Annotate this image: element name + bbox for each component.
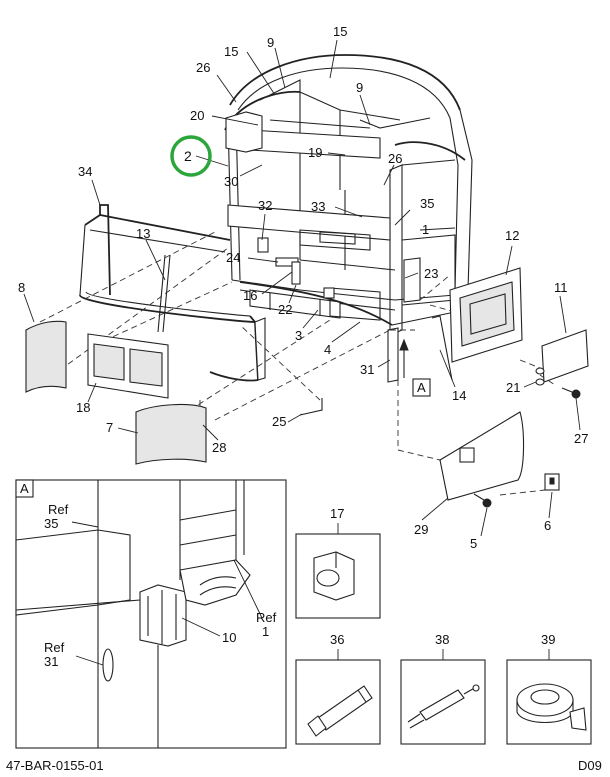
inset-17: 17: [295, 506, 381, 619]
ref-35-word: Ref: [48, 502, 69, 517]
callout-3: 3: [295, 328, 302, 343]
callout-26: 26: [196, 60, 210, 75]
leader-lines: [23, 39, 581, 537]
callout-19: 19: [308, 145, 322, 160]
callout-27: 27: [574, 431, 588, 446]
callout-14: 14: [452, 388, 466, 403]
callout-7: 7: [106, 420, 113, 435]
callout-20: 20: [190, 108, 204, 123]
part-7-lower-cover: [135, 404, 207, 465]
callout-25: 25: [272, 414, 286, 429]
part-14-strip: [431, 315, 453, 381]
callout-5: 5: [470, 536, 477, 551]
callout-32: 32: [258, 198, 272, 213]
callout-21: 21: [506, 380, 520, 395]
ref-31-number: 31: [44, 654, 58, 669]
callout-23: 23: [424, 266, 438, 281]
callout-33: 33: [311, 199, 325, 214]
callout-28: 28: [212, 440, 226, 455]
ref-1-number: 1: [262, 624, 269, 639]
callout-8: 8: [18, 280, 25, 295]
inset-36: 36: [295, 632, 381, 745]
front-glass-frame: [79, 204, 266, 382]
callout-9: 9: [356, 80, 363, 95]
callout-22: 22: [278, 302, 292, 317]
callout-10: 10: [222, 630, 236, 645]
callout-1: 1: [422, 222, 429, 237]
callout-24: 24: [226, 250, 240, 265]
ref-31-word: Ref: [44, 640, 65, 655]
detail-view-letter: A: [20, 481, 29, 496]
callout-11: 11: [554, 280, 568, 295]
callout-35: 35: [420, 196, 434, 211]
part-25-strip: [299, 398, 323, 416]
callout-29: 29: [414, 522, 428, 537]
cab-frame: [224, 54, 473, 383]
callout-34: 34: [78, 164, 92, 179]
callout-labels: 15 15 9 9 26 26 20 2 19 30 34 33 35 1 12…: [18, 24, 588, 551]
inset-38: 38: [400, 632, 486, 745]
callout-4: 4: [324, 342, 331, 357]
callout-18: 18: [76, 400, 90, 415]
inset-39: 39: [506, 632, 592, 745]
callout-6: 6: [544, 518, 551, 533]
callout-13: 13: [136, 226, 150, 241]
sheet-code: D09: [578, 758, 602, 773]
part-5-screw: [473, 493, 492, 508]
part-29-panel: [439, 411, 525, 501]
part-11-access-cover: [541, 329, 589, 383]
ref-35-number: 35: [44, 516, 58, 531]
part-27-screw: [561, 387, 581, 399]
callout-2-highlight-ring: [170, 135, 212, 177]
ref-1-word: Ref: [256, 610, 277, 625]
callout-16: 16: [243, 288, 257, 303]
callout-39: 39: [541, 632, 555, 647]
callout-12: 12: [505, 228, 519, 243]
detail-view-a: A Ref 35 Ref 1 10 Ref 31: [15, 479, 287, 749]
part-18-vent-panel: [87, 333, 169, 399]
callout-31: 31: [360, 362, 374, 377]
callout-30: 30: [224, 174, 238, 189]
callout-17: 17: [330, 506, 344, 521]
callout-26: 26: [388, 151, 402, 166]
callout-9: 9: [267, 35, 274, 50]
part-6-clip: [544, 473, 560, 491]
callout-15: 15: [224, 44, 238, 59]
view-a-reference: A: [399, 338, 431, 397]
callout-15: 15: [333, 24, 347, 39]
drawing-id: 47-BAR-0155-01: [6, 758, 104, 773]
view-a-reference-letter: A: [417, 380, 426, 395]
part-12-window-panel: [449, 267, 523, 363]
callout-36: 36: [330, 632, 344, 647]
part-8-cover: [25, 320, 67, 393]
callout-38: 38: [435, 632, 449, 647]
callout-2: 2: [184, 148, 192, 164]
